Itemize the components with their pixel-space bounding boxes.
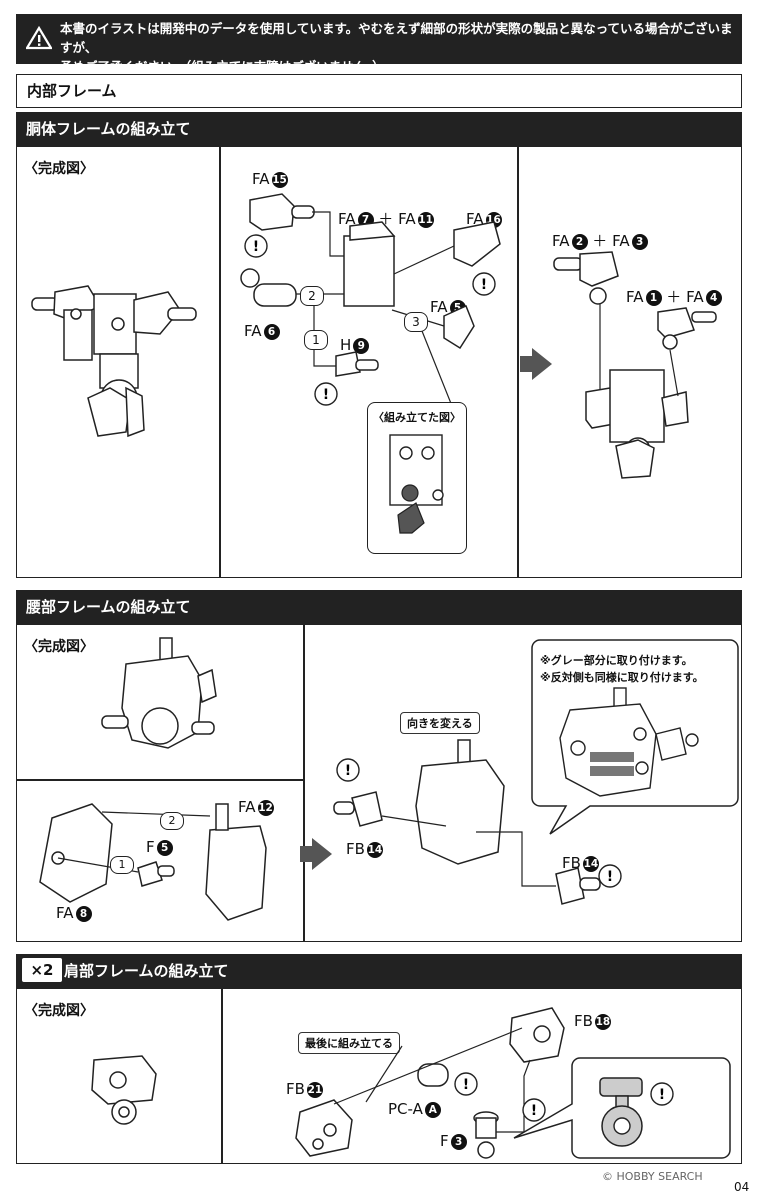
waist-complete-figure — [101, 637, 217, 749]
shoulder-title: 肩部フレームの組み立て — [16, 954, 742, 988]
multiplier-badge: ×2 — [22, 958, 62, 982]
arrow-stem — [520, 356, 532, 372]
shoulder-exploded-figure: !! ! — [295, 1007, 731, 1159]
torso-complete-label: 〈完成図〉 — [24, 161, 94, 177]
step-3-badge: 3 — [404, 312, 428, 332]
warning-banner: 本書のイラストは開発中のデータを使用しています。やむをえず細部の形状が実際の製品… — [16, 14, 742, 74]
waist-title: 腰部フレームの組み立て — [16, 590, 742, 624]
arrow-right-icon — [312, 838, 332, 870]
waist-assembly-figure: !! — [333, 739, 622, 905]
note-bubble — [531, 639, 739, 835]
direction-callout: 向きを変える — [400, 712, 480, 734]
shoulder-complete-figure — [91, 1055, 157, 1125]
svg-text:!: ! — [607, 869, 613, 885]
torso-complete-figure — [31, 285, 197, 438]
step-1-badge: 1 — [304, 330, 328, 350]
assembled-figure — [389, 434, 444, 534]
step-1-badge: 1 — [110, 856, 134, 874]
assembled-view-box: 〈組み立てた図〉 — [367, 402, 467, 554]
divider — [17, 779, 304, 781]
warning-icon — [26, 26, 52, 50]
svg-text:!: ! — [323, 387, 329, 403]
torso-exploded-figure: !!! — [240, 193, 501, 406]
watermark: © HOBBY SEARCH — [602, 1170, 703, 1183]
warning-line-2: 予めご了承ください。（組み立てに支障はございません。） — [60, 59, 385, 74]
svg-text:!: ! — [481, 277, 487, 293]
waist-exploded-figure — [39, 803, 267, 921]
page-number: 04 — [734, 1180, 750, 1194]
note-line-2: ※反対側も同様に取り付けます。 — [540, 671, 704, 684]
svg-text:!: ! — [463, 1077, 469, 1093]
svg-text:!: ! — [659, 1087, 665, 1103]
divider — [221, 989, 223, 1163]
arrow-stem — [300, 846, 312, 862]
divider — [303, 625, 305, 941]
arrow-right-icon — [532, 348, 552, 380]
shoulder-complete-label: 〈完成図〉 — [24, 1003, 94, 1019]
step-2-badge: 2 — [160, 812, 184, 830]
waist-complete-label: 〈完成図〉 — [24, 639, 94, 655]
step-2-badge: 2 — [300, 286, 324, 306]
svg-text:!: ! — [531, 1103, 537, 1119]
section-title: 内部フレーム — [16, 74, 742, 108]
torso-subassembly-figure — [553, 251, 717, 479]
svg-text:!: ! — [345, 763, 351, 779]
assembled-label: 〈組み立てた図〉 — [373, 411, 461, 424]
warning-line-1: 本書のイラストは開発中のデータを使用しています。やむをえず細部の形状が実際の製品… — [60, 21, 733, 55]
note-line-1: ※グレー部分に取り付けます。 — [540, 654, 693, 667]
divider — [219, 147, 221, 577]
divider — [517, 147, 519, 577]
last-callout: 最後に組み立てる — [298, 1032, 400, 1054]
torso-title: 胴体フレームの組み立て — [16, 112, 742, 146]
svg-text:!: ! — [253, 239, 259, 255]
